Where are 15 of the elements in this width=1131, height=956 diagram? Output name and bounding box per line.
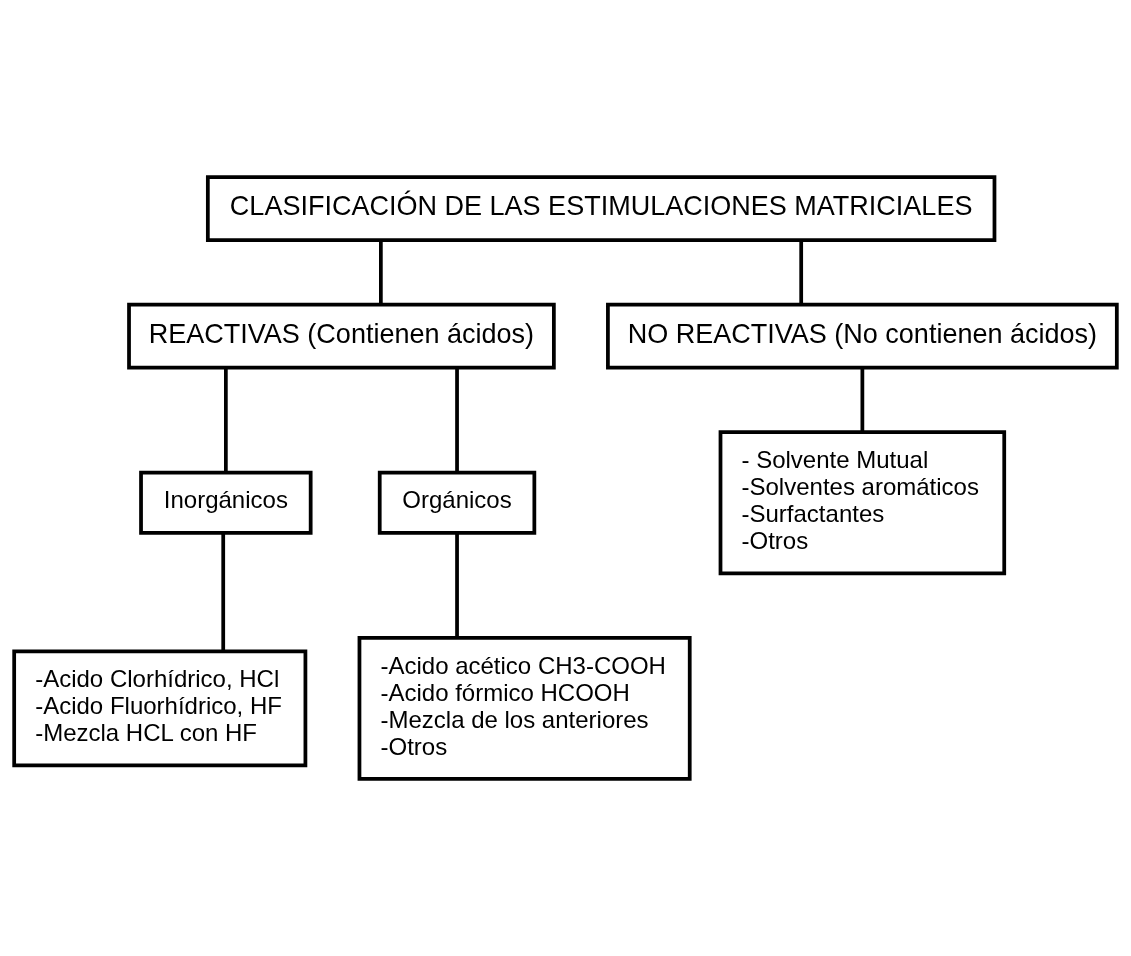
node-box: NO REACTIVAS (No contienen ácidos) — [606, 302, 1119, 370]
connector — [860, 367, 865, 432]
connector — [378, 240, 383, 305]
connector — [455, 367, 459, 473]
connector — [223, 367, 228, 473]
connector — [455, 533, 459, 638]
node-box: -Acido Clorhídrico, HCl -Acido Fluorhídrico, HF -Mezcla HCL con HF — [12, 649, 308, 768]
node-box: CLASIFICACIÓN DE LAS ESTIMULACIONES MATRICIALES — [205, 175, 997, 242]
node-box: - Solvente Mutual -Solventes aromáticos -Surfactantes -Otros — [718, 430, 1007, 576]
connector — [221, 533, 226, 652]
node-box: Orgánicos — [377, 470, 537, 535]
connector — [799, 240, 804, 305]
node-box: REACTIVAS (Contienen ácidos) — [127, 302, 556, 370]
node-box: Inorgánicos — [139, 470, 313, 535]
node-box: -Acido acético CH3-COOH -Acido fórmico HCOOH -Mezcla de los anteriores -Otros — [357, 636, 692, 781]
